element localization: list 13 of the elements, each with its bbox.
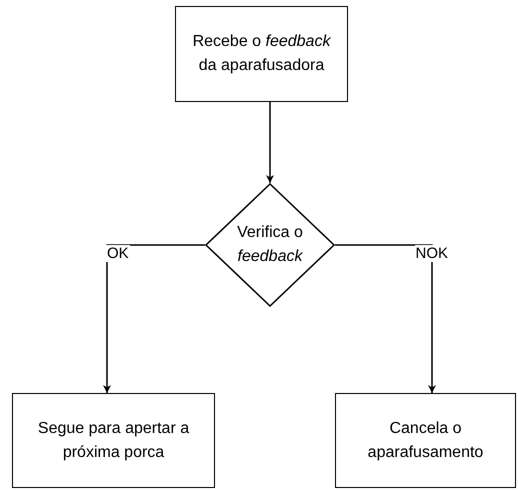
process-box xyxy=(335,393,516,488)
arrow xyxy=(266,102,274,183)
node-text: Verifica o feedback xyxy=(236,223,304,267)
edge-label: OK xyxy=(106,244,130,262)
node-text: Cancela o aparafusamento xyxy=(366,418,484,462)
node-text: Segue para apertar a próxima porca xyxy=(36,418,190,462)
arrow xyxy=(335,244,436,393)
process-box xyxy=(12,393,215,488)
edge-label: NOK xyxy=(414,244,450,262)
arrow xyxy=(103,244,205,393)
node-text: Recebe o feedback da aparafusadora xyxy=(192,32,332,76)
process-box xyxy=(175,6,348,102)
decision-diamond xyxy=(205,183,335,307)
